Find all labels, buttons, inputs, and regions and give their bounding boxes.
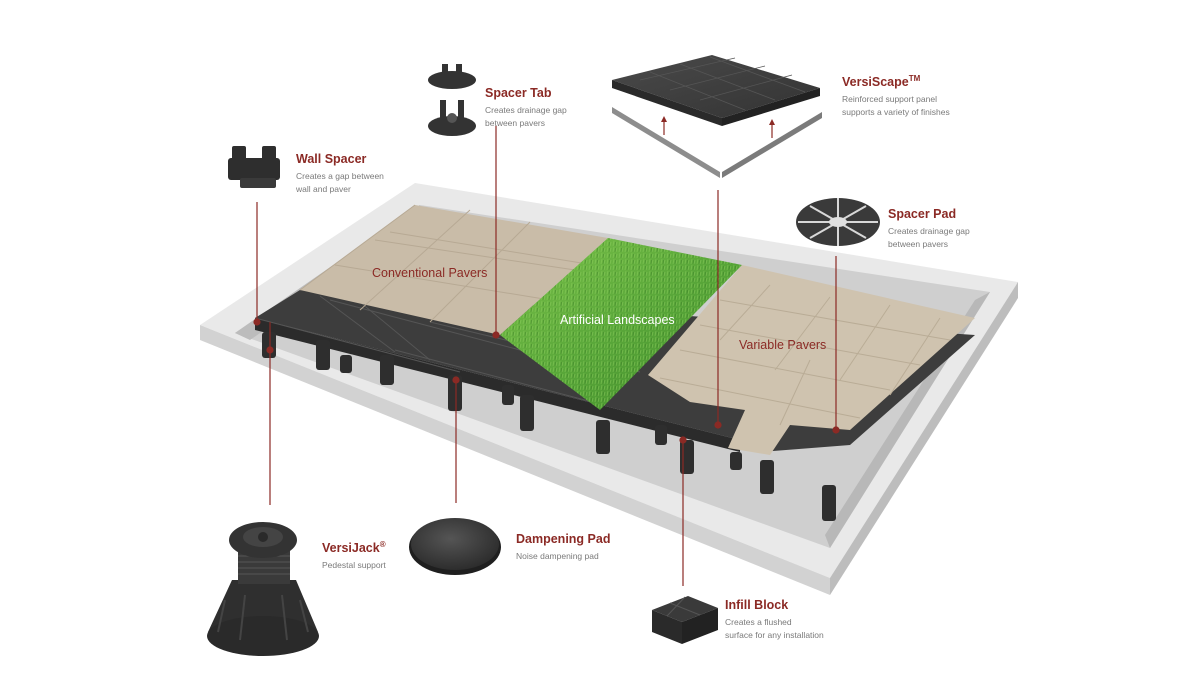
versijack-desc-line-1: Pedestal support [322, 559, 386, 572]
spacer-pad-desc-line-1: Creates drainage gap [888, 225, 970, 238]
infill-block-desc-line-2: surface for any installation [725, 629, 824, 642]
wall-spacer-title: Wall Spacer [296, 152, 384, 166]
spacer-pad-desc-line-2: between pavers [888, 238, 970, 251]
versiscape-desc-line-2: supports a variety of finishes [842, 106, 950, 119]
callout-wall-spacer: Wall Spacer Creates a gap between wall a… [296, 152, 384, 196]
dampening-pad-title: Dampening Pad [516, 532, 610, 546]
dampening-pad-desc-line-1: Noise dampening pad [516, 550, 610, 563]
spacer-tab-title: Spacer Tab [485, 86, 567, 100]
versijack-title: VersiJack [322, 541, 380, 555]
infill-block-icon [652, 596, 718, 644]
zone-label-conventional: Conventional Pavers [372, 266, 487, 280]
wall-spacer-desc-line-2: wall and paver [296, 183, 384, 196]
callout-dampening-pad: Dampening Pad Noise dampening pad [516, 532, 610, 563]
versiscape-panel [612, 55, 822, 178]
versiscape-desc-line-1: Reinforced support panel [842, 93, 950, 106]
spacer-tab-desc-line-2: between pavers [485, 117, 567, 130]
callout-spacer-tab: Spacer Tab Creates drainage gap between … [485, 86, 567, 130]
callout-versijack: VersiJack® Pedestal support [322, 540, 386, 572]
infill-block-desc-line-1: Creates a flushed [725, 616, 824, 629]
wall-spacer-icon [228, 146, 280, 188]
spacer-pad-icon [796, 198, 880, 246]
spacer-pad-title: Spacer Pad [888, 207, 970, 221]
spacer-tab-desc-line-1: Creates drainage gap [485, 104, 567, 117]
callout-spacer-pad: Spacer Pad Creates drainage gap between … [888, 207, 970, 251]
versiscape-title: VersiScape [842, 75, 909, 89]
callout-versiscape: VersiScapeTM Reinforced support panel su… [842, 74, 950, 119]
infill-block-title: Infill Block [725, 598, 824, 612]
zone-label-variable: Variable Pavers [739, 338, 826, 352]
versiscape-trademark: TM [909, 74, 921, 83]
zone-label-artificial: Artificial Landscapes [560, 313, 675, 327]
spacer-tab-icon [428, 64, 476, 136]
wall-spacer-desc-line-1: Creates a gap between [296, 170, 384, 183]
versijack-registered: ® [380, 540, 386, 549]
callout-infill-block: Infill Block Creates a flushed surface f… [725, 598, 824, 642]
versijack-icon [207, 522, 319, 656]
dampening-pad-icon [409, 518, 501, 575]
